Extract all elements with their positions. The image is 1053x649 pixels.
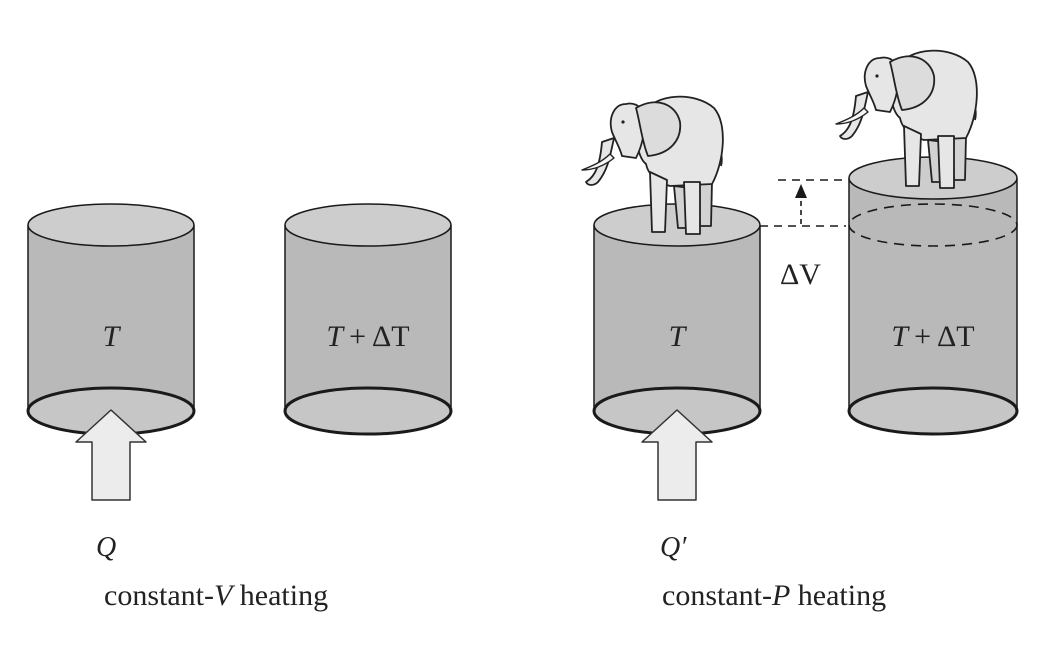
cylinder-final-const-p: [847, 156, 1019, 436]
previous-piston-level: [848, 203, 1018, 247]
cylinder-base: [283, 386, 453, 436]
temperature-increase-label: T+ΔT: [326, 320, 409, 353]
heat-input-arrow: [75, 409, 147, 501]
delta-t: ΔT: [937, 320, 975, 353]
elephant-weight-icon: [835, 49, 978, 189]
cylinder-body: [849, 178, 1017, 411]
caption-constant-p-heating: constant-P heating: [662, 579, 886, 612]
cylinder-top: [27, 203, 195, 247]
caption-constant-v-heating: constant-V heating: [104, 579, 328, 612]
temperature-label: T: [669, 320, 688, 353]
constant-pressure-panel: T T+ΔT ΔV Q′ constant-P heating: [581, 49, 1019, 612]
volume-change-arrow-head: [795, 184, 807, 198]
constant-volume-panel: T T+ΔT Q constant-V heating: [26, 203, 453, 612]
temperature-label: T: [103, 320, 122, 353]
heat-symbol: Q: [96, 532, 116, 563]
cylinder-base: [847, 386, 1019, 436]
heat-input-arrow: [641, 409, 713, 501]
elephant-weight-icon: [581, 95, 724, 235]
cylinder-top: [284, 203, 452, 247]
heat-symbol: Q′: [660, 532, 687, 563]
volume-change-indicator: ΔV: [760, 179, 846, 291]
delta-t: ΔT: [372, 320, 410, 353]
temperature-increase-label: T+ΔT: [891, 320, 974, 353]
cylinder-initial-const-v: [26, 203, 196, 436]
cylinder-body: [594, 225, 760, 411]
cylinder-final-const-v: [283, 203, 453, 436]
cylinder-body: [285, 225, 451, 411]
cylinder-initial-const-p: [592, 203, 762, 436]
volume-change-label: ΔV: [780, 258, 821, 291]
cylinder-body: [28, 225, 194, 411]
